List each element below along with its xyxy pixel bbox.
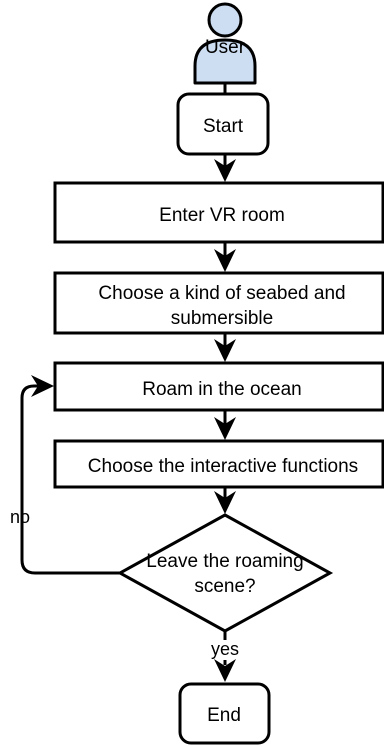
- arrow-no-loop: [20, 375, 120, 575]
- decision-label-line1: Leave the roaming: [146, 551, 303, 572]
- choose-seabed-label-line1: Choose a kind of seabed and: [98, 283, 345, 304]
- start-node: Start: [176, 92, 270, 156]
- enter-vr-label: Enter VR room: [159, 205, 285, 226]
- end-label: End: [207, 705, 241, 726]
- decision-label-line2: scene?: [194, 576, 255, 597]
- arrow-choose-to-roam: [214, 333, 236, 362]
- interactive-node: Choose the interactive functions: [53, 439, 384, 489]
- user-head-icon: [207, 2, 243, 38]
- no-label: no: [10, 507, 30, 527]
- yes-label: yes: [211, 639, 239, 659]
- arrow-interactive-to-decision: [214, 487, 236, 514]
- user-label: User: [205, 37, 246, 58]
- decision-node: Leave the roaming scene?: [116, 513, 334, 633]
- arrow-enter-to-choose: [214, 242, 236, 272]
- interactive-label: Choose the interactive functions: [88, 456, 358, 477]
- start-label: Start: [203, 116, 244, 137]
- choose-seabed-node: Choose a kind of seabed and submersible: [53, 271, 384, 335]
- arrow-roam-to-interactive: [214, 410, 236, 440]
- roam-node: Roam in the ocean: [53, 361, 384, 412]
- user-body-icon: [193, 38, 257, 85]
- end-node: End: [178, 682, 271, 745]
- roam-label: Roam in the ocean: [142, 379, 302, 400]
- arrow-yes-to-end: [214, 631, 236, 682]
- user-actor: User: [193, 2, 257, 85]
- arrow-start-to-enter: [214, 154, 236, 182]
- enter-vr-node: Enter VR room: [53, 181, 384, 244]
- choose-seabed-label-line2: submersible: [171, 308, 273, 329]
